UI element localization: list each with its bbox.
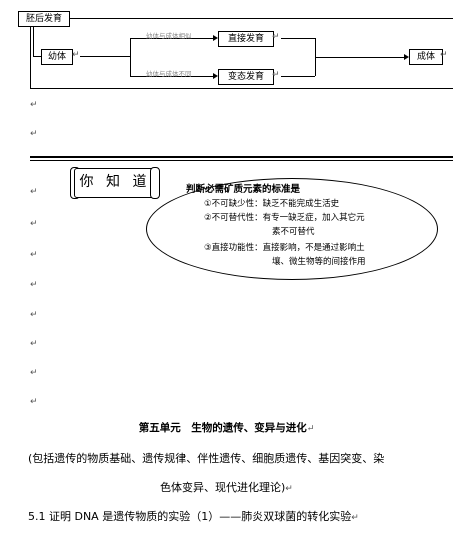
unit-title: 第五单元 生物的遗传、变异与进化↵ [0, 420, 453, 435]
connector-branch-top [130, 38, 214, 39]
direct-mark: ↵ [272, 32, 280, 42]
connector-to-adult [315, 57, 405, 58]
adult-box: 成体 [409, 49, 443, 65]
paragraph-mark: ↵ [30, 219, 38, 229]
scope-paragraph-line-2-text: 色体变异、现代进化理论) [160, 481, 286, 494]
paragraph-mark: ↵ [30, 368, 38, 378]
connector-branch-bottom [130, 76, 214, 77]
criterion-line: 素不可替代 [272, 227, 315, 237]
paragraph-mark: ↵ [30, 250, 38, 260]
criterion-line: ②不可替代性：有专一缺乏症，加入其它元 [204, 213, 365, 223]
separator-line-top [30, 156, 453, 158]
meta-mark: ↵ [272, 70, 280, 80]
unit-title-mark: ↵ [306, 424, 315, 434]
connector-branch-vertical [130, 38, 131, 76]
diagram-frame-top [30, 18, 453, 19]
diagram-frame-left [30, 18, 31, 88]
post-embryonic-box: 胚后发育 [18, 11, 70, 27]
metamorphosis-box: 变态发育 [218, 69, 274, 85]
connector-to-larva [33, 56, 41, 57]
criterion-line: ①不可缺少性：缺乏不能完成生活史 [204, 199, 340, 209]
paragraph-mark: ↵ [30, 397, 38, 407]
paragraph-mark: ↵ [30, 129, 38, 139]
larva-box: 幼体 [41, 49, 73, 65]
section-heading: 5.1 证明 DNA 是遗传物质的实验（1）——肺炎双球菌的转化实验↵ [28, 508, 359, 524]
callout-ellipse [146, 178, 438, 280]
paragraph-mark: ↵ [30, 187, 38, 197]
paragraph-mark: ↵ [30, 339, 38, 349]
larva-mark: ↵ [72, 50, 80, 60]
connector-meta-right [281, 76, 315, 77]
arrow-to-direct [213, 35, 218, 41]
section-heading-text: 5.1 证明 DNA 是遗传物质的实验（1）——肺炎双球菌的转化实验 [28, 510, 352, 523]
paragraph-mark: ↵ [30, 280, 38, 290]
criterion-line: 壤、微生物等的间接作用 [272, 257, 366, 267]
connector-direct-right [281, 38, 315, 39]
arrow-to-meta [213, 73, 218, 79]
edge-label-different: 幼体与成体不同 [146, 70, 192, 78]
separator-line-bottom [30, 160, 453, 161]
arrow-to-adult [404, 54, 409, 60]
connector-start-down [33, 26, 34, 56]
diagram-frame-bottom [30, 88, 453, 89]
scope-paragraph-line-1: (包括遗传的物质基础、遗传规律、伴性遗传、细胞质遗传、基因突变、染 [28, 452, 385, 465]
paragraph-line-2-mark: ↵ [285, 484, 293, 494]
paragraph-mark: ↵ [30, 310, 38, 320]
edge-label-similar: 幼体与成体相似 [146, 32, 192, 40]
paragraph-mark: ↵ [30, 100, 38, 110]
unit-title-text: 第五单元 生物的遗传、变异与进化 [138, 422, 307, 434]
scope-paragraph-line-2: 色体变异、现代进化理论)↵ [160, 479, 293, 495]
section-heading-mark: ↵ [351, 513, 359, 523]
callout-title: 判断必需矿质元素的标准是 [186, 184, 301, 195]
scroll-curl-right [150, 167, 160, 199]
adult-mark: ↵ [440, 50, 448, 60]
connector-larva-right [80, 56, 130, 57]
direct-development-box: 直接发育 [218, 31, 274, 47]
criterion-line: ③直接功能性：直接影响，不是通过影响土 [204, 243, 365, 253]
did-you-know-scroll: 你 知 道 [74, 168, 156, 198]
